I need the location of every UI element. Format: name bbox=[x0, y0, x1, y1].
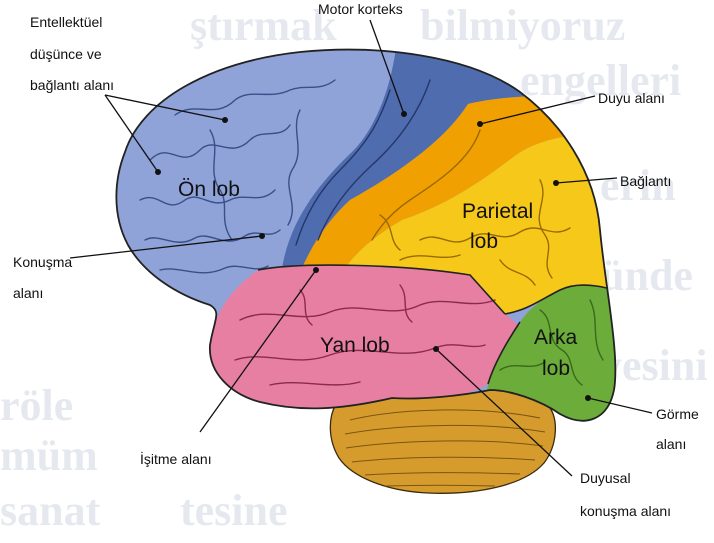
leader-dot-intellect-lower bbox=[155, 169, 161, 175]
leader-dot-speech bbox=[259, 233, 265, 239]
leader-dot-sensory bbox=[477, 121, 483, 127]
occipital-lobe-label-2: lob bbox=[542, 357, 570, 380]
leader-dot-hearing bbox=[313, 267, 319, 273]
motor-cortex-label: Motor korteks bbox=[318, 1, 403, 17]
sensory-speech-label-2: konuşma alanı bbox=[580, 503, 671, 519]
visual-area-label-2: alanı bbox=[656, 436, 686, 452]
speech-area-label-2: alanı bbox=[13, 285, 43, 301]
leader-dot-motor bbox=[401, 111, 407, 117]
sensory-area-label: Duyu alanı bbox=[598, 90, 665, 106]
leader-dot-intellect-frontal bbox=[222, 117, 228, 123]
intellect-label-1: Entellektüel bbox=[30, 14, 102, 30]
leader-dot-association bbox=[553, 180, 559, 186]
svg-text:ünde: ünde bbox=[600, 251, 693, 300]
frontal-lobe-label: Ön lob bbox=[178, 178, 240, 201]
svg-text:sanat: sanat bbox=[0, 486, 101, 535]
speech-area-label-1: Konuşma bbox=[13, 254, 72, 270]
occipital-lobe-label-1: Arka bbox=[534, 326, 578, 349]
svg-text:bilmiyoruz: bilmiyoruz bbox=[420, 1, 625, 50]
svg-text:röle: röle bbox=[0, 381, 73, 430]
svg-text:ştırmak: ştırmak bbox=[190, 1, 337, 50]
visual-area-label-1: Görme bbox=[656, 406, 699, 422]
svg-text:müm: müm bbox=[0, 431, 98, 480]
parietal-lobe-label-1: Parietal bbox=[462, 200, 533, 223]
temporal-lobe-label: Yan lob bbox=[320, 334, 390, 357]
sensory-speech-label-1: Duyusal bbox=[580, 470, 631, 486]
association-label: Bağlantı bbox=[620, 173, 671, 189]
intellect-label-3: bağlantı alanı bbox=[30, 77, 114, 93]
svg-text:tesine: tesine bbox=[180, 486, 288, 535]
leader-dot-visual bbox=[585, 395, 591, 401]
hearing-area-label: İşitme alanı bbox=[140, 450, 212, 467]
intellect-label-2: düşünce ve bbox=[30, 46, 102, 62]
parietal-lobe-label-2: lob bbox=[470, 230, 498, 253]
leader-dot-sensory-speech bbox=[433, 346, 439, 352]
